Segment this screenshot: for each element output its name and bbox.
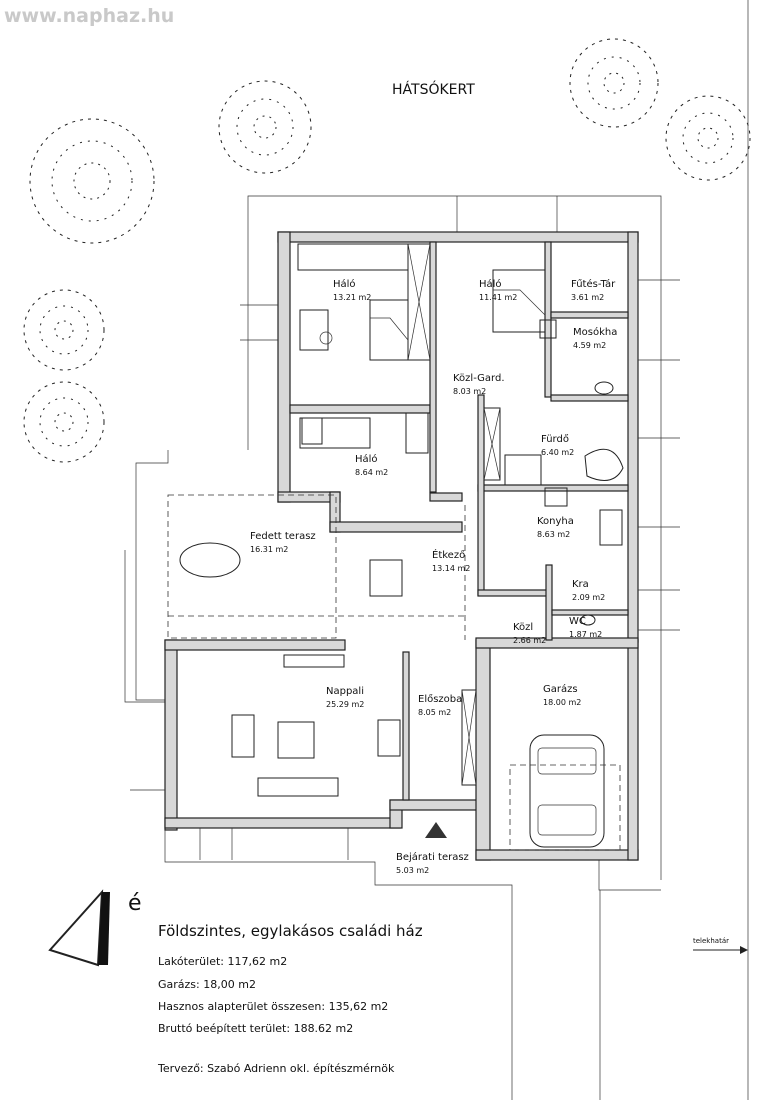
room-area-konyha: 8.63 m2 — [537, 530, 570, 539]
plot-boundary-arrowhead — [740, 946, 748, 954]
room-name-futes: Fűtés-Tár — [571, 278, 616, 290]
room-name-etkezo: Étkező — [432, 548, 465, 561]
plan-title: Földszintes, egylakásos családi ház — [158, 922, 423, 940]
room-name-halo2: Háló — [479, 278, 502, 290]
room-name-eloszoba: Előszoba — [418, 693, 462, 705]
overhead-outlines — [167, 494, 466, 640]
room-name-kozl-gard: Közl-Gard. — [453, 373, 505, 384]
room-area-nappali: 25.29 m2 — [326, 700, 364, 709]
room-name-bejarati: Bejárati terasz — [396, 851, 469, 863]
room-area-halo1: 13.21 m2 — [333, 293, 371, 302]
room-name-halo3: Háló — [355, 453, 378, 465]
info-line: Lakóterület: 117,62 m2 — [158, 955, 287, 968]
north-arrow-label: é — [128, 891, 142, 916]
room-area-etkezo: 13.14 m2 — [432, 564, 470, 573]
dimension-lines — [130, 279, 680, 860]
tree-icon — [23, 381, 105, 463]
garden-label: HÁTSÓKERT — [392, 80, 475, 98]
room-name-mosokonyha: Mosókha — [573, 326, 617, 338]
room-name-nappali: Nappali — [326, 686, 364, 697]
garage-door-swing — [509, 764, 621, 851]
internal-walls — [289, 241, 629, 801]
tree-icon — [665, 95, 751, 181]
room-area-mosokonyha: 4.59 m2 — [573, 341, 606, 350]
tree-icon — [569, 38, 659, 128]
plot-boundary-label: telekhatár — [693, 937, 729, 945]
room-area-bejarati: 5.03 m2 — [396, 866, 429, 875]
tree-icon — [29, 118, 155, 244]
designer-credit: Tervező: Szabó Adrienn okl. építészmérnö… — [157, 1062, 395, 1075]
watermark: www.naphaz.hu — [4, 5, 174, 27]
room-area-garazs: 18.00 m2 — [543, 698, 581, 707]
info-line: Hasznos alapterület összesen: 135,62 m2 — [158, 1000, 388, 1013]
room-name-halo1: Háló — [333, 278, 356, 290]
room-area-fedett: 16.31 m2 — [250, 545, 288, 554]
room-area-eloszoba: 8.05 m2 — [418, 708, 451, 717]
tree-icon — [23, 289, 105, 371]
room-name-garazs: Garázs — [543, 683, 578, 695]
room-name-furdo: Fürdő — [541, 433, 569, 445]
north-arrow-icon — [48, 889, 110, 967]
room-area-futes: 3.61 m2 — [571, 293, 604, 302]
room-name-konyha: Konyha — [537, 516, 574, 527]
room-area-halo3: 8.64 m2 — [355, 468, 388, 477]
external-walls — [164, 231, 639, 861]
tree-icon — [218, 80, 312, 174]
room-name-fedett: Fedett terasz — [250, 531, 316, 542]
info-line: Garázs: 18,00 m2 — [158, 978, 256, 991]
room-area-kozl: 2.66 m2 — [513, 636, 546, 645]
room-area-kamra: 2.09 m2 — [572, 593, 605, 602]
tree-group — [23, 38, 751, 463]
site-outline — [124, 0, 749, 1100]
furniture — [179, 269, 624, 797]
room-area-wc: 1.87 m2 — [569, 630, 602, 639]
room-name-kamra: Kra — [572, 579, 589, 590]
room-area-halo2: 11.41 m2 — [479, 293, 517, 302]
room-area-furdo: 6.40 m2 — [541, 448, 574, 457]
entrance-arrow-icon — [425, 822, 447, 838]
room-labels: Háló 13.21 m2 Háló 11.41 m2 Fűtés-Tár 3.61 m2… — [250, 278, 617, 875]
room-name-wc: WC — [569, 616, 586, 627]
info-line: Bruttó beépített terület: 188.62 m2 — [158, 1022, 353, 1035]
room-area-kozl-gard: 8.03 m2 — [453, 387, 486, 396]
room-name-kozl: Közl — [513, 622, 533, 633]
car-icon — [529, 734, 605, 848]
wardrobes — [297, 243, 501, 786]
